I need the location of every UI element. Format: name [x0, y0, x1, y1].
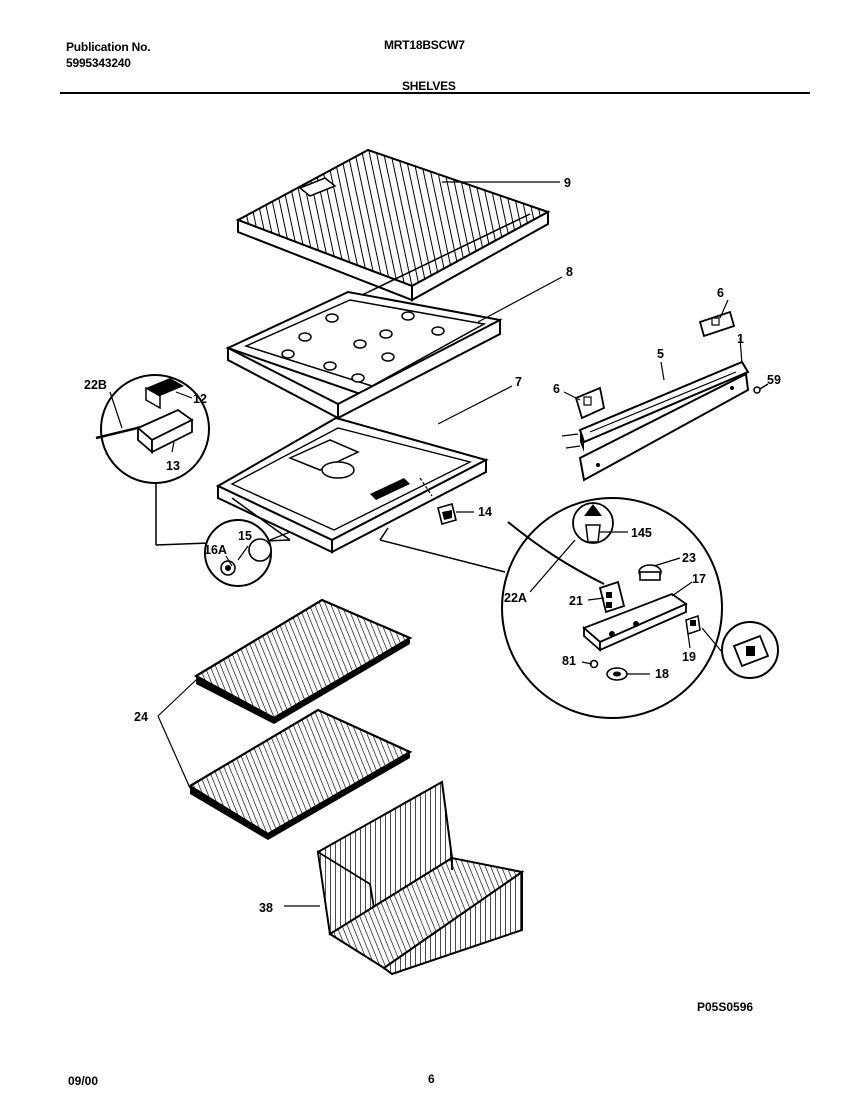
part-38-wire-basket [316, 780, 525, 976]
model-number: MRT18BSCW7 [384, 38, 465, 52]
part-24-wire-shelf-upper [193, 598, 413, 724]
label-part-22B: 22B [84, 378, 107, 392]
publication-number: 5995343240 [66, 56, 131, 70]
part-labels: 9 8 7 6 5 1 59 6 22B 12 13 14 15 16A 145… [84, 176, 781, 915]
inset-circle-switch-detail [701, 621, 779, 679]
label-part-6-right: 6 [717, 286, 724, 300]
inset-circle-damper [95, 374, 291, 546]
label-part-15: 15 [238, 529, 252, 543]
part-59-screw [753, 383, 769, 394]
label-part-12: 12 [193, 392, 207, 406]
part-6-bracket-left [574, 386, 606, 420]
label-part-81: 81 [562, 654, 576, 668]
leader-lines [109, 181, 743, 907]
label-part-18: 18 [655, 667, 669, 681]
label-part-23: 23 [682, 551, 696, 565]
label-part-21: 21 [569, 594, 583, 608]
part-9-shelf-cover [235, 148, 551, 302]
label-part-9: 9 [564, 176, 571, 190]
label-part-14: 14 [478, 505, 492, 519]
label-part-17: 17 [692, 572, 706, 586]
label-part-8: 8 [566, 265, 573, 279]
label-part-6-left: 6 [553, 382, 560, 396]
publication-label: Publication No. [66, 40, 151, 54]
footer-date: 09/00 [68, 1074, 99, 1088]
part-8-crisper-cover [225, 290, 503, 420]
header-rule [60, 92, 810, 94]
label-part-22A: 22A [504, 591, 527, 605]
part-6-bracket-right [698, 310, 736, 338]
part-5-divider-rail [578, 360, 750, 452]
label-part-7: 7 [515, 375, 522, 389]
part-24-wire-shelf-lower [187, 708, 413, 840]
label-part-5: 5 [657, 347, 664, 361]
inset-circle-control [379, 497, 723, 719]
label-part-1: 1 [737, 332, 744, 346]
part-14-switch [437, 503, 457, 525]
label-part-24: 24 [134, 710, 148, 724]
inset-circle-light [204, 519, 291, 587]
label-part-13: 13 [166, 459, 180, 473]
rail-screws [561, 433, 581, 449]
label-part-59: 59 [767, 373, 781, 387]
label-part-16A: 16A [204, 543, 227, 557]
part-1-rail-cover [578, 372, 750, 482]
part-7-control-shelf [215, 416, 489, 554]
label-part-38: 38 [259, 901, 273, 915]
drawing-code: P05S0596 [697, 1000, 754, 1014]
page-number: 6 [428, 1072, 435, 1086]
label-part-145: 145 [631, 526, 652, 540]
label-part-19: 19 [682, 650, 696, 664]
section-title: SHELVES [402, 79, 456, 93]
